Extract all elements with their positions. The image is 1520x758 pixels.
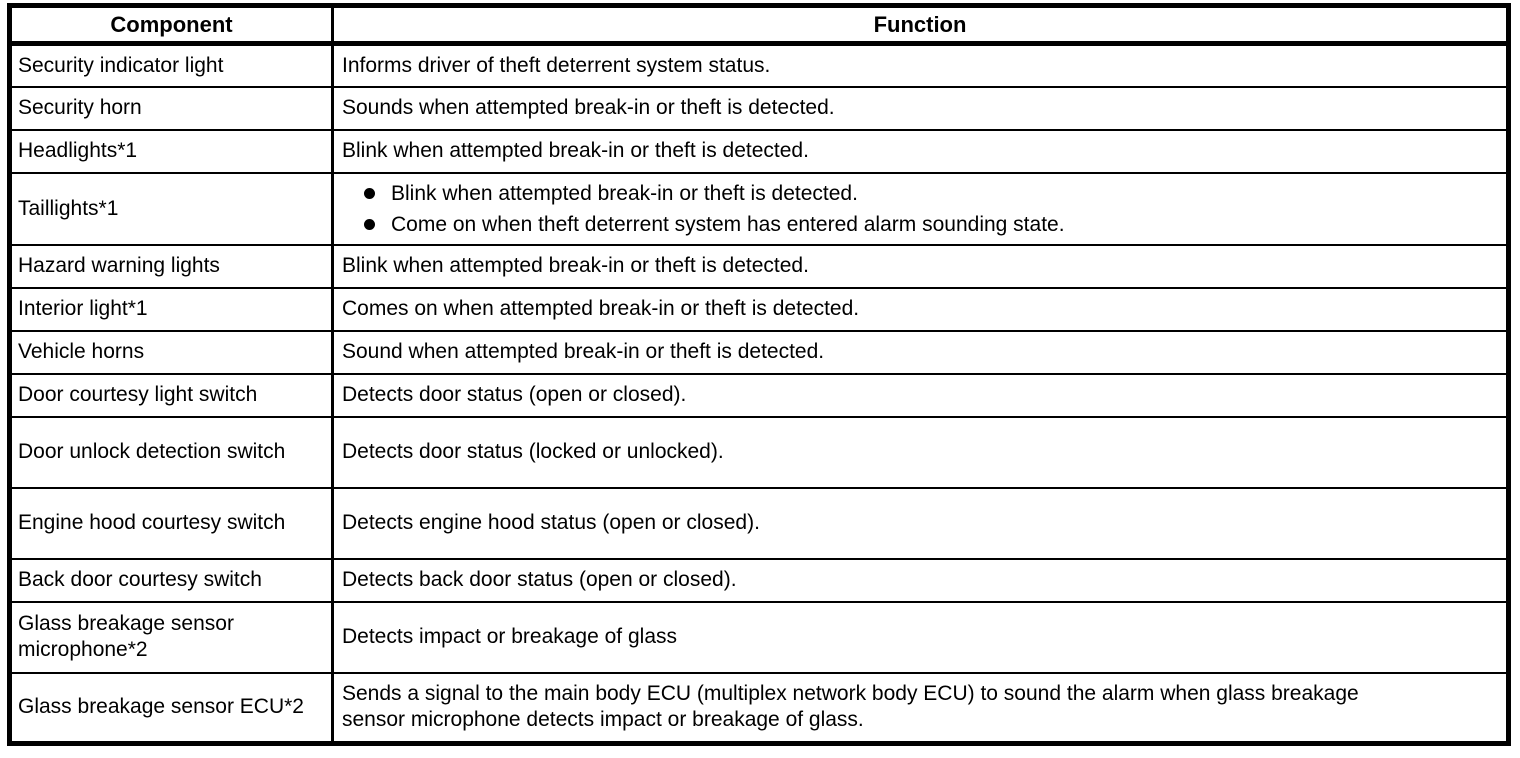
component-cell: Vehicle horns — [9, 329, 334, 374]
function-cell: Blink when attempted break-in or theft i… — [332, 243, 1509, 288]
bullet-icon — [364, 187, 375, 199]
function-cell: Blink when attempted break-in or theft i… — [332, 171, 1509, 245]
table-row: Vehicle horns Sound when attempted break… — [9, 329, 1509, 374]
component-cell: Door unlock detection switch — [9, 415, 334, 488]
list-item: Come on when theft deterrent system has … — [342, 209, 1496, 240]
table-row: Glass breakage sensor microphone*2 Detec… — [9, 600, 1509, 673]
table-row: Glass breakage sensor ECU*2 Sends a sign… — [9, 671, 1509, 744]
list-item: Blink when attempted break-in or theft i… — [342, 178, 1496, 209]
component-text: Door courtesy light switch — [18, 383, 258, 406]
table-row: Taillights*1 Blink when attempted break-… — [9, 171, 1509, 245]
function-text: Blink when attempted break-in or theft i… — [342, 139, 809, 162]
function-cell: Sends a signal to the main body ECU (mul… — [332, 671, 1509, 744]
function-text: Detects back door status (open or closed… — [342, 568, 737, 591]
table-header-row: Component Function — [9, 5, 1509, 46]
component-cell: Back door courtesy switch — [9, 557, 334, 602]
component-cell: Engine hood courtesy switch — [9, 486, 334, 559]
function-cell: Informs driver of theft deterrent system… — [332, 42, 1509, 87]
component-text: Headlights*1 — [18, 139, 138, 162]
function-cell: Detects door status (locked or unlocked)… — [332, 415, 1509, 488]
bullet-icon — [364, 218, 375, 230]
function-text: Sounds when attempted break-in or theft … — [342, 96, 835, 119]
component-cell: Security horn — [9, 85, 334, 130]
function-cell: Comes on when attempted break-in or thef… — [332, 286, 1509, 331]
function-cell: Detects door status (open or closed). — [332, 372, 1509, 417]
function-column-header: Function — [332, 5, 1509, 46]
component-text: Glass breakage sensor microphone*2 — [18, 612, 234, 661]
function-text: Detects door status (open or closed). — [342, 383, 687, 406]
component-cell: Glass breakage sensor microphone*2 — [9, 600, 334, 673]
component-text: Interior light*1 — [18, 297, 148, 320]
function-cell: Detects engine hood status (open or clos… — [332, 486, 1509, 559]
component-cell: Taillights*1 — [9, 171, 334, 245]
function-text: Detects door status (locked or unlocked)… — [342, 440, 724, 463]
component-text: Glass breakage sensor ECU*2 — [18, 695, 304, 719]
component-cell: Interior light*1 — [9, 286, 334, 331]
component-text: Engine hood courtesy switch — [18, 511, 286, 534]
component-column-header: Component — [9, 5, 334, 46]
bullet-text: Come on when theft deterrent system has … — [391, 212, 1065, 236]
component-text: Door unlock detection switch — [18, 440, 286, 463]
component-text: Security indicator light — [18, 53, 224, 77]
component-cell: Door courtesy light switch — [9, 372, 334, 417]
function-cell: Sounds when attempted break-in or theft … — [332, 85, 1509, 130]
component-text: Vehicle horns — [18, 340, 145, 363]
function-cell: Sound when attempted break-in or theft i… — [332, 329, 1509, 374]
table-row: Door unlock detection switch Detects doo… — [9, 415, 1509, 488]
function-cell: Blink when attempted break-in or theft i… — [332, 128, 1509, 173]
component-cell: Glass breakage sensor ECU*2 — [9, 671, 334, 744]
component-text: Taillights*1 — [18, 196, 119, 220]
component-function-table: Component Function Security indicator li… — [7, 3, 1511, 746]
component-text: Hazard warning lights — [18, 254, 220, 277]
component-cell: Hazard warning lights — [9, 243, 334, 288]
table-row: Back door courtesy switch Detects back d… — [9, 557, 1509, 602]
function-text: Sound when attempted break-in or theft i… — [342, 340, 825, 363]
table-row: Security indicator light Informs driver … — [9, 42, 1509, 87]
component-text: Security horn — [18, 96, 142, 119]
table-row: Headlights*1 Blink when attempted break-… — [9, 128, 1509, 173]
function-text: Detects impact or breakage of glass — [342, 625, 677, 648]
function-cell: Detects back door status (open or closed… — [332, 557, 1509, 602]
function-text: Detects engine hood status (open or clos… — [342, 511, 760, 534]
function-text: Informs driver of theft deterrent system… — [342, 53, 771, 77]
component-cell: Security indicator light — [9, 42, 334, 87]
function-text: Sends a signal to the main body ECU (mul… — [342, 682, 1359, 732]
table-row: Hazard warning lights Blink when attempt… — [9, 243, 1509, 288]
bullet-text: Blink when attempted break-in or theft i… — [391, 181, 858, 205]
function-text: Comes on when attempted break-in or thef… — [342, 297, 860, 320]
table-row: Security horn Sounds when attempted brea… — [9, 85, 1509, 130]
bullet-list: Blink when attempted break-in or theft i… — [342, 178, 1496, 240]
table-row: Interior light*1 Comes on when attempted… — [9, 286, 1509, 331]
function-cell: Detects impact or breakage of glass — [332, 600, 1509, 673]
function-text: Blink when attempted break-in or theft i… — [342, 254, 809, 277]
component-cell: Headlights*1 — [9, 128, 334, 173]
table-row: Door courtesy light switch Detects door … — [9, 372, 1509, 417]
table-row: Engine hood courtesy switch Detects engi… — [9, 486, 1509, 559]
component-text: Back door courtesy switch — [18, 568, 262, 591]
